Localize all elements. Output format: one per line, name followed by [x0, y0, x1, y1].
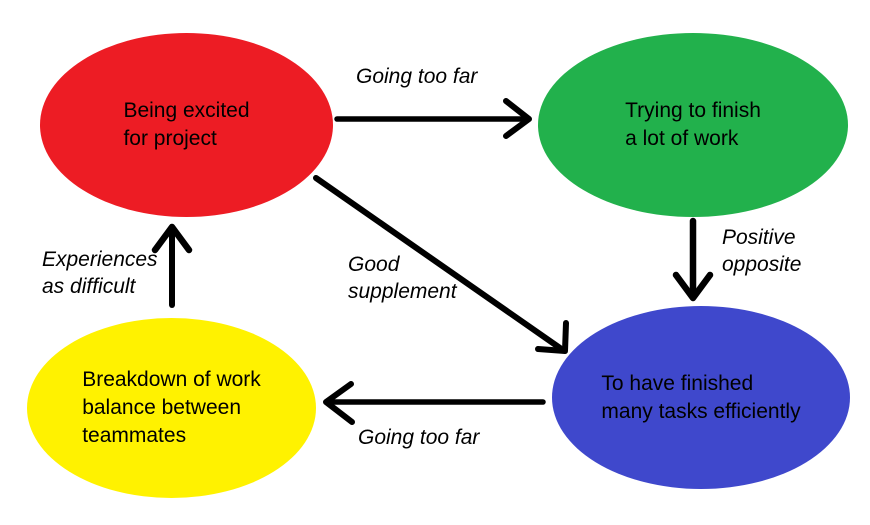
node-label-line: Being excited: [123, 99, 250, 122]
arrow-finished-to-breakdown: [323, 381, 546, 425]
arrow-breakdown-to-excited: [151, 223, 193, 308]
edge-label-line: as difficult: [42, 275, 136, 298]
arrow-excited-to-finished: [313, 175, 569, 354]
arrow-excited-to-trying: [334, 98, 532, 139]
node-label: Breakdown of work balance between teamma…: [82, 366, 261, 450]
node-breakdown-of-work-balance: Breakdown of work balance between teamma…: [27, 318, 316, 498]
node-label: To have finished many tasks efficiently: [601, 370, 800, 426]
node-label-line: teammates: [82, 424, 187, 447]
edge-label-going-too-far-bottom: Going too far: [358, 426, 480, 449]
node-label-line: Trying to finish: [625, 99, 761, 122]
node-label-line: balance between: [82, 396, 241, 419]
node-finished-many-tasks: To have finished many tasks efficiently: [552, 306, 850, 489]
node-label-line: To have finished: [601, 371, 754, 395]
arrow-trying-to-finished: [672, 217, 714, 302]
edge-label-line: Experiences: [42, 248, 158, 271]
edge-label-line: supplement: [348, 280, 457, 303]
node-label-line: a lot of work: [625, 127, 739, 150]
node-label-line: for project: [123, 127, 217, 150]
node-being-excited-for-project: Being excited for project: [40, 33, 333, 217]
node-trying-to-finish-work: Trying to finish a lot of work: [538, 33, 848, 217]
node-label: Trying to finish a lot of work: [625, 97, 761, 153]
edge-label-good-supplement: Good supplement: [348, 251, 457, 305]
edge-label-line: Positive: [722, 226, 796, 249]
edge-label-line: opposite: [722, 253, 802, 276]
node-label: Being excited for project: [123, 97, 249, 153]
edge-label-going-too-far-top: Going too far: [356, 65, 478, 88]
node-label-line: many tasks efficiently: [601, 399, 801, 423]
edge-label-line: Good: [348, 253, 400, 276]
edge-label-positive-opposite: Positive opposite: [722, 224, 801, 278]
edge-label-experiences-as-difficult: Experiences as difficult: [42, 246, 158, 300]
node-label-line: Breakdown of work: [82, 368, 261, 391]
